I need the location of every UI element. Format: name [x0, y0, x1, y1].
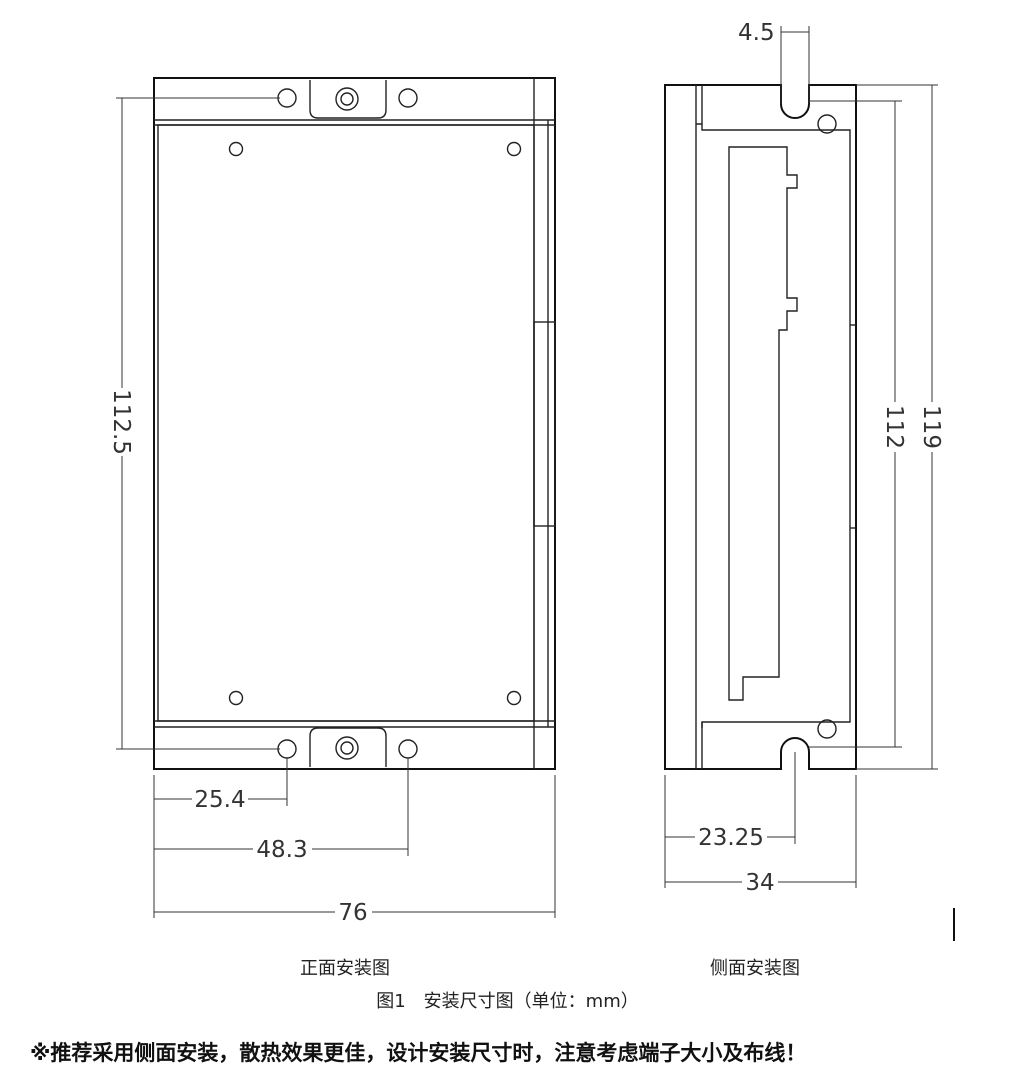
dim-front-hole-offset-2: 48.3 — [256, 837, 307, 863]
front-bottom-hole-left — [277, 739, 297, 759]
dim-side-slot-offset: 23.25 — [698, 825, 764, 851]
side-view-caption: 侧面安装图 — [710, 958, 800, 979]
dim-side-slot-width: 4.5 — [738, 20, 775, 46]
installation-note: ※推荐采用侧面安装，散热效果更佳，设计安装尺寸时，注意考虑端子大小及布线！ — [30, 1041, 807, 1065]
dim-side-width: 34 — [745, 870, 774, 896]
front-top-screw — [335, 87, 359, 111]
dim-front-height: 112.5 — [108, 389, 134, 455]
front-dimensions — [116, 97, 556, 918]
side-dimensions — [664, 26, 938, 888]
front-view — [153, 77, 556, 770]
dim-side-height-total: 119 — [918, 405, 944, 449]
front-bottom-screw — [335, 736, 359, 760]
front-top-hole-right — [398, 88, 418, 108]
front-bottom-hole-right — [398, 739, 418, 759]
dim-front-hole-offset-1: 25.4 — [194, 787, 245, 813]
dim-side-height-inner: 112 — [881, 405, 907, 449]
text-cursor — [953, 908, 955, 941]
side-terminal-block — [728, 146, 798, 701]
figure-caption: 图1 安装尺寸图（单位：mm） — [376, 991, 639, 1012]
dim-front-width: 76 — [338, 900, 367, 926]
front-top-hole-left — [277, 88, 297, 108]
front-view-caption: 正面安装图 — [300, 958, 390, 979]
side-view — [664, 84, 857, 770]
